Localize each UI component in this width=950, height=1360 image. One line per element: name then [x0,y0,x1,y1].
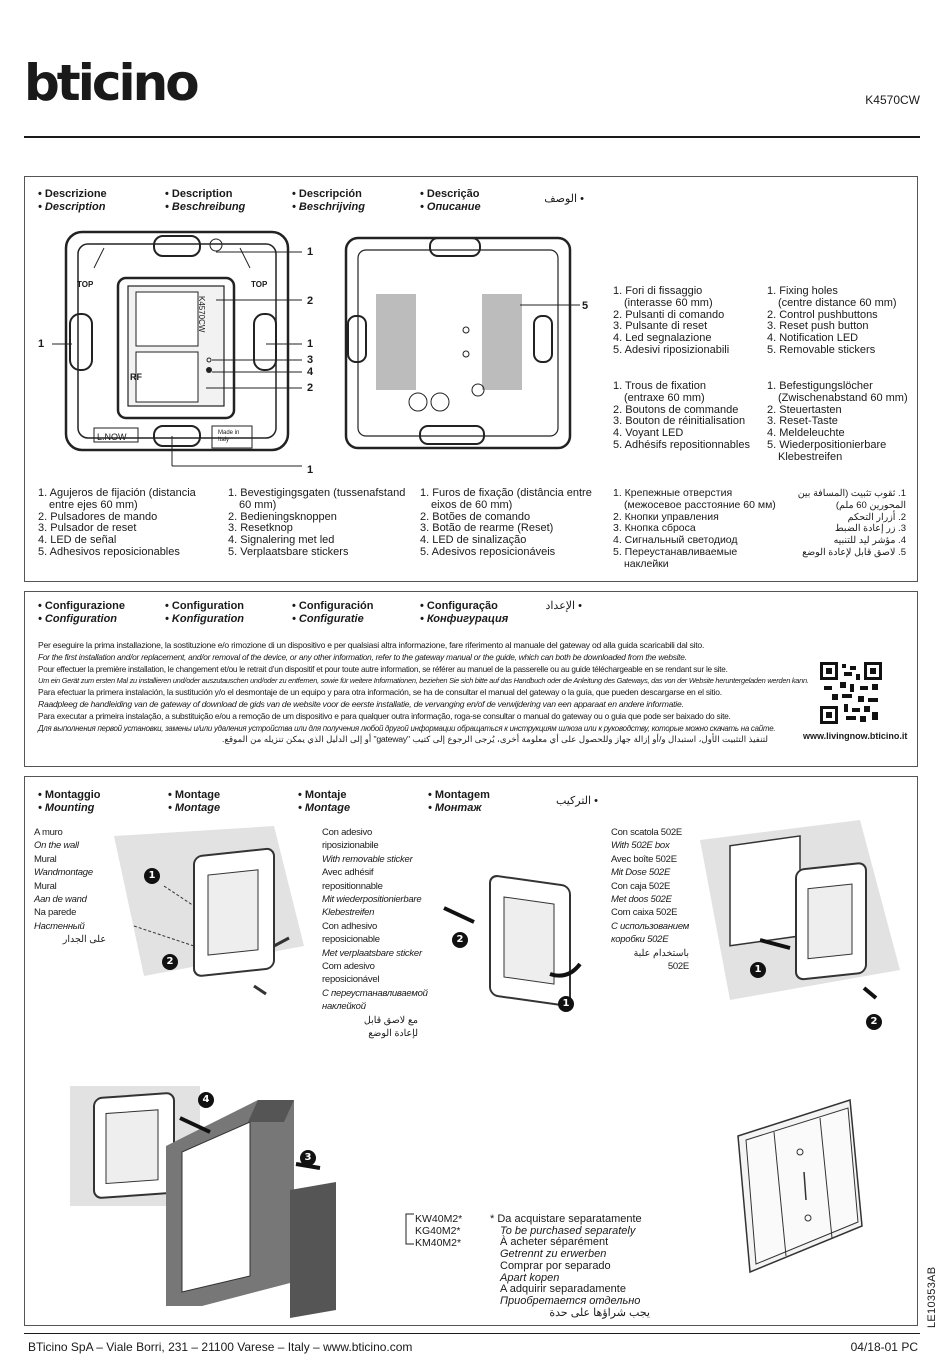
callout-1-bottom: 1 [307,464,314,476]
top-label-right: TOP [251,280,268,289]
mount-heading-es: • Montaje• Montage [298,789,351,814]
config-heading-es: • Configuración• Configuratie [292,600,374,625]
plate-assembly-illustration [70,1086,336,1318]
descr-list-fr: 1. Trous de fixation(entraxe 60 mm)2. Bo… [613,380,750,451]
descr-heading-fr: • Description• Beschreibung [165,188,246,213]
descr-list-it: 1. Fori di fissaggio(interasse 60 mm)2. … [613,285,730,356]
plate-bracket [405,1213,414,1245]
descr-heading-pt: • Descrição• Описание [420,188,481,213]
box-mount-illustration [700,820,900,1000]
callout-1-left: 1 [38,338,45,350]
description-section [24,176,918,582]
device-front-illustration [64,230,290,452]
finished-switch-illustration [737,1099,863,1274]
mount-heading-fr: • Montage• Montage [168,789,221,814]
doc-code: LE10353AB [926,1266,938,1328]
mount-heading-ar: • التركيب [555,795,598,807]
step-2-box: 2 [866,1014,882,1030]
config-heading-ar: • الإعداد [545,600,582,612]
mount-heading-pt: • Montagem• Монтаж [428,789,490,814]
footer-date: 04/18-01 PC [850,1340,918,1354]
step-2-sticker: 2 [452,932,468,948]
descr-heading-es: • Descripción• Beschrijving [292,188,365,213]
made-in-label: Made in Italy [218,430,240,443]
footer-address: BTicino SpA – Viale Borri, 231 – 21100 V… [28,1340,413,1354]
wall-mount-illustration [114,826,304,996]
lnow-label: L.NOW [97,432,127,442]
callout-4: 4 [307,366,314,378]
descr-list-ru: 1. Крепежные отверстия(межосевое расстоя… [613,487,776,570]
config-heading-fr: • Configuration• Konfiguration [165,600,245,625]
callout-1-right: 1 [307,338,314,350]
website-url[interactable]: www.livingnow.bticino.it [803,731,908,741]
descr-list-de: 1. Befestigungslöcher(Zwischenabstand 60… [767,380,908,463]
model-code: K4570CW [865,93,920,107]
config-heading-pt: • Configuração• Конфигурация [420,600,509,625]
callout-1-top: 1 [307,246,314,258]
mount-heading-it: • Montaggio• Mounting [38,789,101,814]
header-rule [24,136,920,138]
qr-code [820,662,882,724]
callout-2-bottom: 2 [307,382,314,394]
mounting-section [24,776,918,1326]
step-2-wall: 2 [162,954,178,970]
step-4-plate: 4 [198,1092,214,1108]
descr-heading-ar: • الوصف [544,193,584,205]
top-label-left: TOP [77,280,94,289]
step-1-box: 1 [750,962,766,978]
step-3-plate: 3 [300,1150,316,1166]
rf-label: RF [130,372,142,382]
callout-5: 5 [582,300,589,312]
config-text: Per eseguire la prima installazione, la … [38,640,809,745]
configuration-section [24,591,918,767]
brand-logo: bticino [24,54,200,112]
purchase-note: * Da acquistare separatamente To be purc… [490,1213,650,1319]
back-callout-line [520,304,580,306]
front-callout-lines [52,251,302,467]
callout-3: 3 [307,354,314,366]
descr-heading-it: • Descrizione• Description [38,188,107,213]
sticker-mount-illustration [443,875,582,1007]
plate-codes: KW40M2*KG40M2*KM40M2* [415,1213,463,1249]
callout-2-top: 2 [307,295,314,307]
descr-list-en: 1. Fixing holes(centre distance 60 mm)2.… [767,285,897,356]
footer-rule [24,1333,920,1334]
step-1-sticker: 1 [558,996,574,1012]
device-back-illustration [344,236,572,450]
step-1-wall: 1 [144,868,160,884]
config-heading-it: • Configurazione• Configuration [38,600,125,625]
